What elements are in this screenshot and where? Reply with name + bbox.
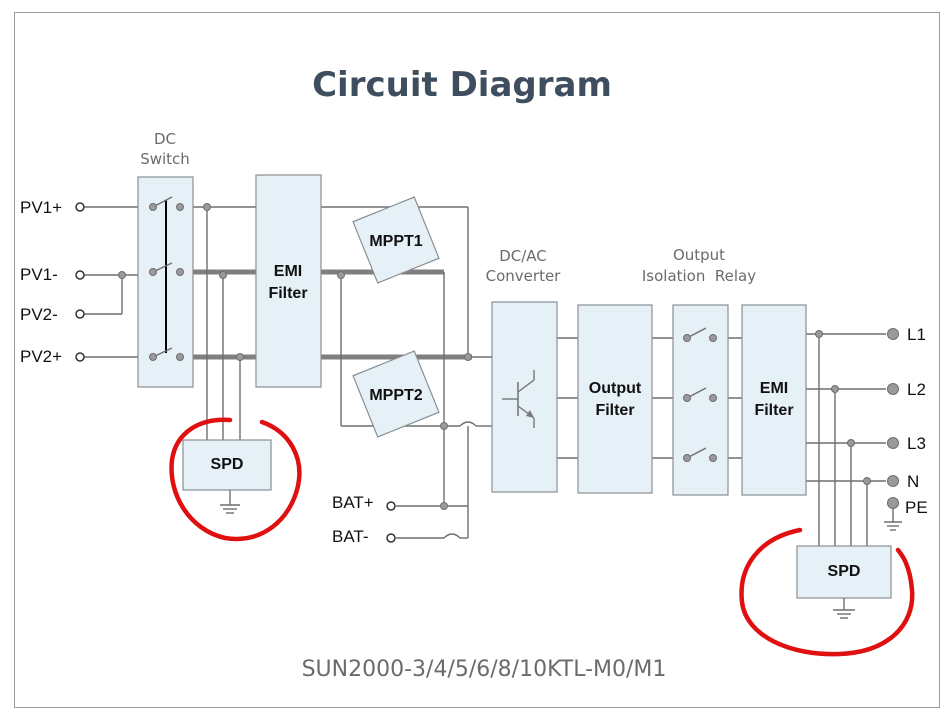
port-n: N bbox=[907, 472, 919, 491]
dcac-converter-box bbox=[491, 301, 558, 493]
emi-filter-input-label-2: Filter bbox=[268, 285, 307, 302]
spd-left-ground-icon bbox=[220, 490, 240, 514]
spd-left-box bbox=[182, 439, 272, 491]
pe-ground-icon bbox=[884, 521, 902, 531]
mppt2-label: MPPT2 bbox=[369, 387, 422, 404]
port-l3: L3 bbox=[907, 434, 926, 453]
diagram-title: Circuit Diagram bbox=[312, 65, 612, 105]
port-pv1-minus: PV1- bbox=[20, 265, 58, 284]
igbt-icon bbox=[502, 370, 535, 428]
spd-right-label: SPD bbox=[828, 563, 861, 580]
emi-filter-output-label-2: Filter bbox=[754, 402, 793, 419]
ac-terminals bbox=[887, 328, 899, 509]
output-filter-label-2: Filter bbox=[595, 402, 634, 419]
emi-filter-output-box bbox=[741, 304, 807, 496]
emi-filter-input-box bbox=[255, 174, 322, 388]
relay-label-2: Isolation Relay bbox=[642, 267, 756, 285]
model-name: SUN2000-3/4/5/6/8/10KTL-M0/M1 bbox=[302, 657, 667, 682]
mppt2-block bbox=[352, 350, 440, 438]
port-pv2-minus: PV2- bbox=[20, 305, 58, 324]
port-bat-minus: BAT- bbox=[332, 527, 369, 546]
port-pv2-plus: PV2+ bbox=[20, 347, 62, 366]
dc-terminals bbox=[75, 202, 396, 543]
dc-switch-contacts-icon bbox=[149, 196, 184, 361]
port-l1: L1 bbox=[907, 325, 926, 344]
spd-left-label: SPD bbox=[211, 456, 244, 473]
annotation-circle-right bbox=[739, 527, 915, 657]
relay-label-1: Output bbox=[673, 246, 725, 264]
isolation-relay-box bbox=[672, 304, 729, 496]
dc-switch-label-2: Switch bbox=[140, 150, 190, 168]
mppt1-label: MPPT1 bbox=[369, 233, 422, 250]
annotation-circle-left bbox=[169, 417, 302, 542]
dcac-label-2: Converter bbox=[486, 267, 562, 285]
spd-right-box bbox=[796, 545, 892, 599]
output-filter-label-1: Output bbox=[589, 380, 642, 397]
mppt1-block bbox=[352, 196, 440, 284]
dc-switch-label-1: DC bbox=[154, 130, 176, 148]
spd-right-ground-icon bbox=[833, 598, 855, 619]
relay-contacts-icon bbox=[683, 327, 717, 462]
port-pv1-plus: PV1+ bbox=[20, 198, 62, 217]
port-l2: L2 bbox=[907, 380, 926, 399]
slide-frame bbox=[14, 12, 940, 708]
emi-filter-output-label-1: EMI bbox=[760, 380, 788, 397]
port-pe: PE bbox=[905, 498, 928, 517]
output-filter-box bbox=[577, 304, 653, 494]
crossover-1 bbox=[459, 421, 477, 427]
dcac-label-1: DC/AC bbox=[499, 247, 547, 265]
junction-nodes bbox=[118, 203, 871, 510]
port-bat-plus: BAT+ bbox=[332, 493, 374, 512]
emi-filter-input-label-1: EMI bbox=[274, 263, 302, 280]
crossover-2 bbox=[443, 533, 461, 539]
